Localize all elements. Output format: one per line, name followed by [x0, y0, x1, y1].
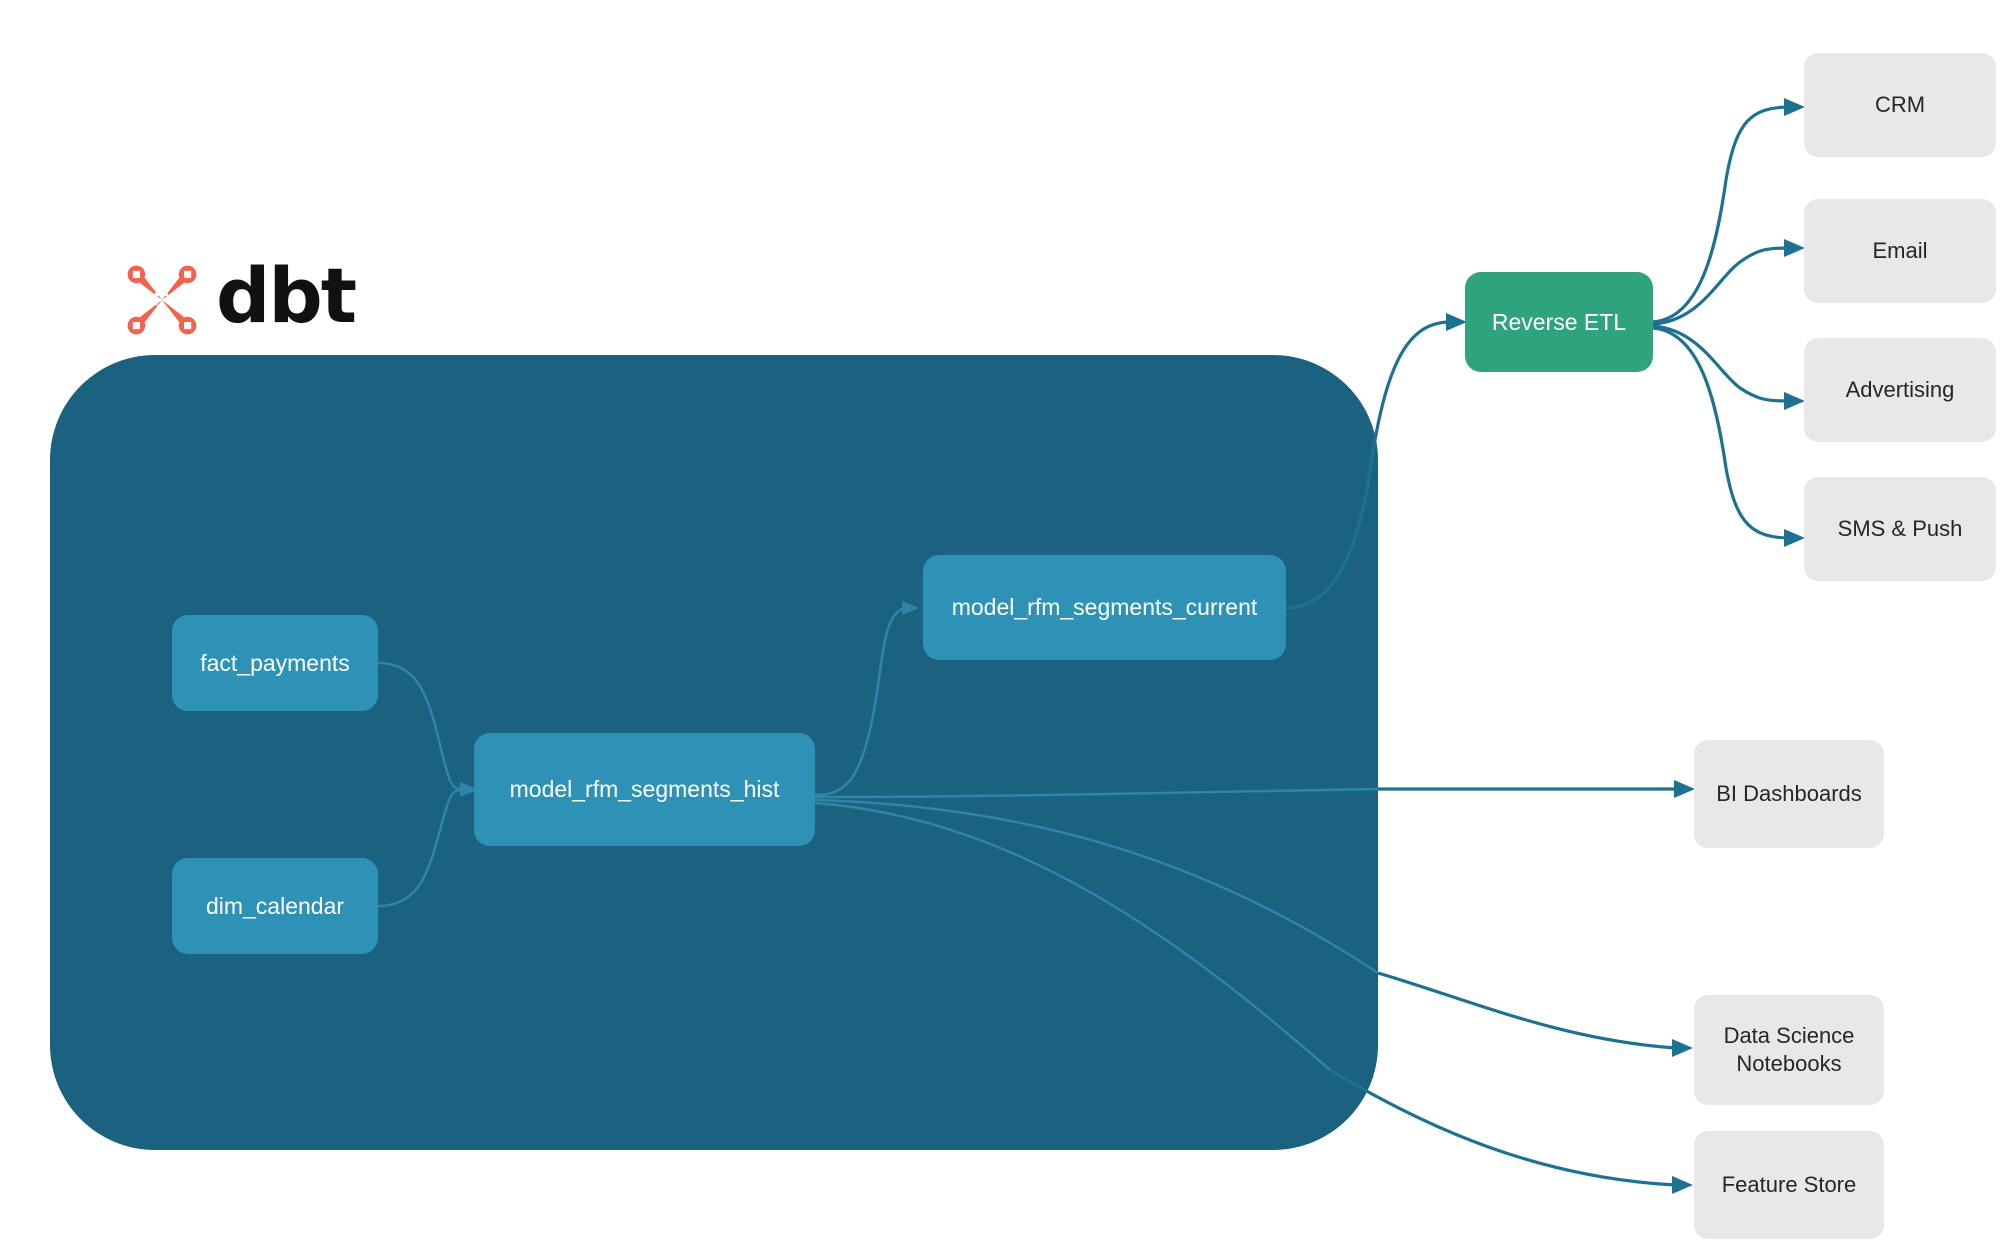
edge-reverse-etl-to-crm	[1652, 98, 1805, 324]
dbt-wordmark: dbt	[216, 251, 357, 340]
consumer-node-data-science-notebooks[interactable]: Data Science Notebooks	[1694, 995, 1884, 1105]
edge-hist-to-bi-dashboards	[1378, 780, 1695, 798]
model-node-dim-calendar[interactable]: dim_calendar	[172, 858, 378, 954]
model-node-model-rfm-segments-hist[interactable]: model_rfm_segments_hist	[474, 733, 815, 846]
dbt-logo: dbt	[122, 251, 357, 342]
dbt-logo-icon	[127, 265, 197, 335]
edge-hist-to-feature-store	[1329, 1068, 1693, 1194]
reverse-etl-node[interactable]: Reverse ETL	[1465, 272, 1653, 372]
consumer-node-feature-store[interactable]: Feature Store	[1694, 1131, 1884, 1239]
destination-node-advertising[interactable]: Advertising	[1804, 338, 1996, 442]
edge-hist-to-ds-notebooks	[1377, 971, 1693, 1057]
ds-notebooks-label-line1: Data Science	[1723, 1022, 1855, 1048]
edge-reverse-etl-to-advertising	[1652, 324, 1805, 410]
model-node-model-rfm-segments-current[interactable]: model_rfm_segments_current	[923, 555, 1286, 660]
edge-reverse-etl-to-email	[1652, 239, 1805, 326]
ds-notebooks-label-line2: Notebooks	[1736, 1051, 1842, 1076]
destination-node-email[interactable]: Email	[1804, 199, 1996, 303]
consumer-node-bi-dashboards[interactable]: BI Dashboards	[1694, 740, 1884, 848]
model-node-fact-payments[interactable]: fact_payments	[172, 615, 378, 711]
edge-reverse-etl-to-sms-push	[1652, 326, 1805, 547]
destination-node-crm[interactable]: CRM	[1804, 53, 1996, 157]
destination-node-sms-push[interactable]: SMS & Push	[1804, 477, 1996, 581]
